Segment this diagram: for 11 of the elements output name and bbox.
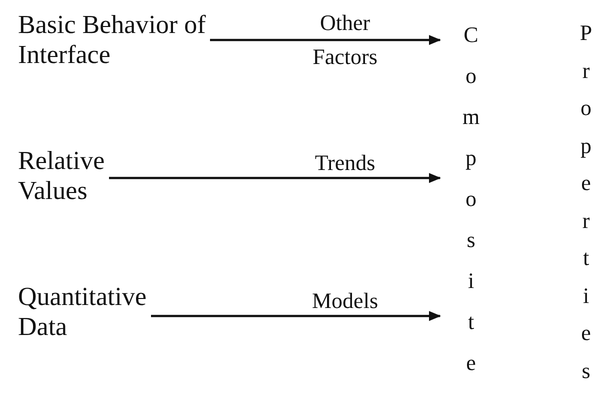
node-label: Quantitative Data	[18, 282, 148, 342]
node-label: Basic Behavior of Interface	[18, 10, 207, 70]
node-label: Relative Values	[18, 146, 106, 206]
vertical-label: Properties	[578, 19, 594, 384]
edge-label: Models	[311, 287, 379, 315]
edge-label: Trends	[314, 149, 376, 177]
arrow	[210, 35, 441, 45]
edge-label: Other Factors	[312, 9, 378, 71]
vertical-label: Composite	[461, 21, 481, 377]
arrow	[151, 311, 441, 321]
arrow	[109, 173, 441, 183]
